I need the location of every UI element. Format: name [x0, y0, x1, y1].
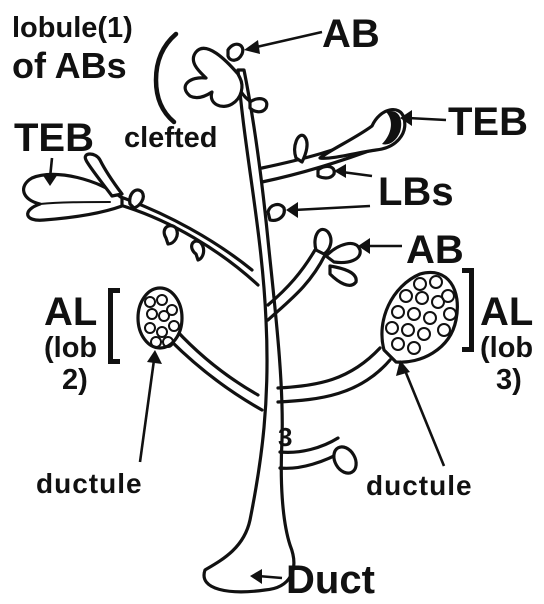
label-lbs: LBs — [378, 172, 454, 212]
label-ab-mid: AB — [406, 230, 464, 270]
arrow-ductule-left — [140, 350, 162, 462]
branch-to-al-right — [278, 360, 390, 402]
al-lobule-right — [382, 272, 457, 362]
main-duct-trunk — [204, 70, 294, 592]
left-branch-small-bud-2 — [164, 226, 177, 244]
left-branch-small-bud-3 — [192, 241, 204, 260]
lb-bud-1 — [295, 135, 307, 162]
branch-to-al-left-edge — [176, 330, 258, 395]
arrow-lbs-2 — [286, 202, 370, 218]
al-right-bracket — [462, 268, 474, 352]
label-duct: Duct — [286, 560, 375, 600]
label-al-left: AL — [44, 292, 97, 332]
arrow-ab-mid — [358, 238, 402, 254]
branch-to-ab-mid — [268, 255, 325, 320]
label-lob-right-2: 3) — [496, 366, 522, 395]
label-clefted: clefted — [124, 124, 217, 153]
ab-mid-bud-1 — [315, 229, 331, 254]
label-lobule: lobule(1) — [12, 14, 133, 43]
label-ductule-left: ductule — [36, 470, 143, 498]
al-lobule-left — [138, 288, 182, 348]
label-of-abs: of ABs — [12, 48, 127, 84]
branch-to-teb-left — [120, 205, 258, 285]
label-ab-top: AB — [322, 14, 380, 54]
label-lob-right-1: (lob — [480, 334, 533, 363]
arrow-ductule-right — [396, 360, 444, 466]
label-al-right: AL — [480, 292, 533, 332]
lb-bud-3 — [268, 205, 284, 221]
cut-duct-end — [329, 443, 360, 477]
label-teb-right: TEB — [448, 102, 528, 142]
branch-to-al-left — [170, 340, 262, 410]
label-mark-3: 3 — [278, 424, 292, 450]
ab-lobule-top-bud — [228, 44, 243, 60]
lobule-bracket — [156, 34, 176, 122]
ab-lobule-right-bud — [250, 99, 267, 112]
label-lob-left-2: 2) — [62, 366, 88, 395]
al-left-bracket — [108, 288, 120, 364]
arrow-teb-right — [400, 110, 446, 126]
ab-mid-bud-3 — [330, 266, 356, 285]
label-lob-left-1: (lob — [44, 334, 97, 363]
label-ductule-right: ductule — [366, 472, 473, 500]
lb-bud-2 — [318, 167, 334, 178]
label-teb-left: TEB — [14, 118, 94, 158]
arrow-lbs-1 — [334, 164, 372, 178]
arrow-ab-top — [244, 32, 322, 54]
